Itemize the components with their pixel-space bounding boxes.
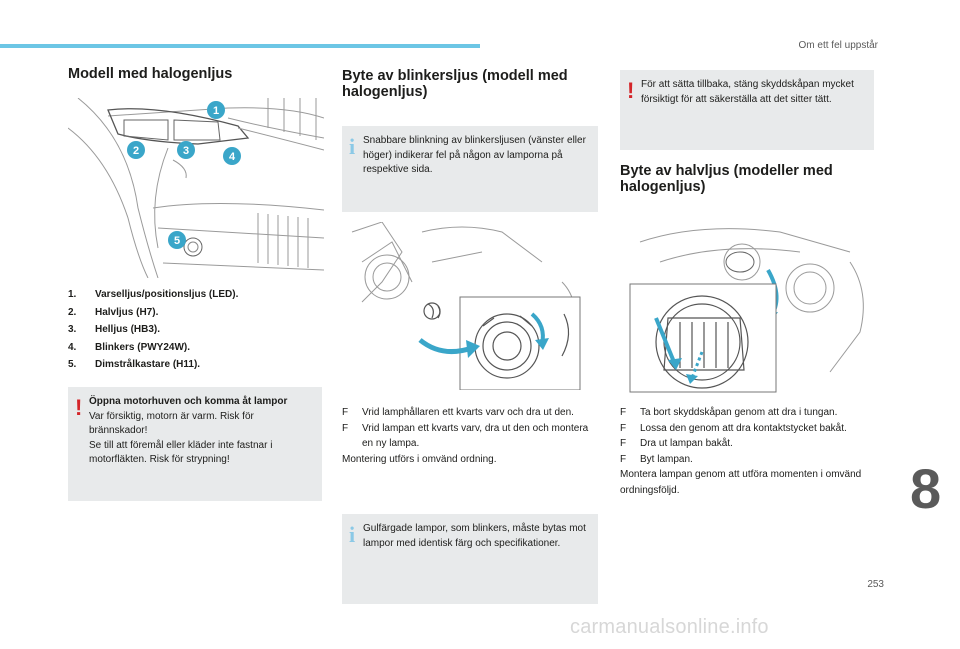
legend-number: 5. (68, 359, 77, 370)
header-accent-bar (0, 44, 480, 48)
info-icon: i (349, 134, 356, 159)
section-dipped-beam-replacement: Byte av halvljus (modeller med halogenlj… (620, 163, 876, 195)
callout-2-label: 2 (133, 145, 139, 157)
headlamp-illustration: 1 2 3 4 5 (67, 97, 325, 279)
section-title: Byte av blinkersljus (modell med halogen… (342, 68, 568, 100)
dipped-beam-steps: F Ta bort skyddskåpan genom att dra i tun… (620, 405, 876, 498)
chapter-title: Om ett fel uppstår (798, 40, 878, 51)
dipped-beam-illustration (620, 222, 876, 394)
bullet-icon: F (620, 422, 627, 434)
step-item: F Dra ut lampan bakåt. (620, 436, 876, 452)
indicator-steps: F Vrid lamphållaren ett kvarts varv och d… (342, 405, 598, 467)
step-text: Vrid lampan ett kvarts varv, dra ut den … (362, 422, 589, 450)
legend-item: 2. Halvljus (H7). (68, 304, 324, 322)
warning-icon: ! (627, 78, 635, 103)
callout-4 (223, 147, 241, 165)
warning-box-cover: ! För att sätta tillbaka, stäng skyddskå… (620, 70, 874, 150)
reassembly-note: Montera lampan genom att utföra momenten… (620, 469, 862, 496)
info-text: Snabbare blinkning av blinkersljusen (vä… (363, 135, 586, 176)
callout-1 (207, 101, 225, 119)
info-box-amber-bulbs: i Gulfärgade lampor, som blinkers, måste… (342, 514, 598, 604)
bullet-icon: F (342, 407, 349, 418)
callout-4-label: 4 (229, 151, 236, 163)
info-text: Gulfärgade lampor, som blinkers, måste b… (363, 523, 586, 549)
legend-item: 5. Dimstrålkastare (H11). (68, 356, 324, 374)
legend-text: Dimstrålkastare (H11). (95, 359, 201, 370)
step-text: Byt lampan. (640, 453, 693, 465)
warning-text: För att sätta tillbaka, stäng skyddskåpa… (641, 79, 854, 105)
section-title: Byte av halvljus (modeller med halogenlj… (620, 163, 833, 195)
section-halogen-model: Modell med halogenljus (68, 66, 324, 82)
legend-item: 4. Blinkers (PWY24W). (68, 339, 324, 357)
callout-5-label: 5 (174, 235, 180, 247)
section-title: Modell med halogenljus (68, 66, 233, 82)
legend-text: Halvljus (H7). (95, 306, 159, 318)
legend-number: 1. (68, 289, 77, 300)
callout-2 (127, 141, 145, 159)
warning-box-hood: ! Öppna motorhuven och komma åt lampor V… (68, 387, 322, 501)
info-icon: i (349, 522, 356, 547)
legend-item: 3. Helljus (HB3). (68, 321, 324, 339)
step-text: Ta bort skyddskåpan genom att dra i tung… (640, 407, 838, 418)
warning-text: Var försiktig, motorn är varm. Risk för … (89, 410, 254, 437)
warning-text: Se till att föremål eller kläder inte fa… (89, 439, 273, 466)
callout-5 (168, 231, 186, 249)
callout-3 (177, 141, 195, 159)
step-text: Dra ut lampan bakåt. (640, 438, 733, 449)
reassembly-note: Montering utförs i omvänd ordning. (342, 453, 497, 465)
page-number: 253 (867, 579, 884, 590)
step-text: Vrid lamphållaren ett kvarts varv och dr… (362, 407, 574, 418)
bullet-icon: F (620, 453, 627, 465)
info-box-blinking: i Snabbare blinkning av blinkersljusen (… (342, 126, 598, 212)
bulb-legend: 1. Varselljus/positionsljus (LED). 2. Halv… (68, 286, 324, 374)
step-item: F Lossa den genom att dra kontaktstycket … (620, 421, 876, 437)
section-indicator-replacement: Byte av blinkersljus (modell med halogen… (342, 68, 598, 100)
warning-icon: ! (75, 395, 83, 420)
legend-item: 1. Varselljus/positionsljus (LED). (68, 286, 324, 304)
step-item: F Ta bort skyddskåpan genom att dra i tun… (620, 405, 876, 421)
watermark: carmanualsonline.info (570, 616, 769, 638)
legend-text: Varselljus/positionsljus (LED). (95, 289, 239, 300)
bullet-icon: F (620, 438, 627, 449)
bullet-icon: F (342, 422, 349, 434)
legend-text: Blinkers (PWY24W). (95, 341, 191, 353)
callout-1-label: 1 (213, 105, 219, 117)
warning-title: Öppna motorhuven och komma åt lampor (89, 396, 288, 407)
bullet-icon: F (620, 407, 627, 418)
step-text: Lossa den genom att dra kontaktstycket b… (640, 422, 847, 434)
callout-3-label: 3 (183, 145, 189, 157)
indicator-bulb-illustration (342, 221, 598, 391)
chapter-number: 8 (910, 457, 942, 520)
legend-number: 4. (68, 341, 77, 353)
step-item: F Vrid lamphållaren ett kvarts varv och d… (342, 405, 598, 421)
step-item: F Vrid lampan ett kvarts varv, dra ut den… (342, 421, 598, 452)
legend-text: Helljus (HB3). (95, 324, 161, 335)
legend-number: 3. (68, 324, 77, 335)
legend-number: 2. (68, 306, 77, 318)
step-item: F Byt lampan. (620, 452, 876, 468)
